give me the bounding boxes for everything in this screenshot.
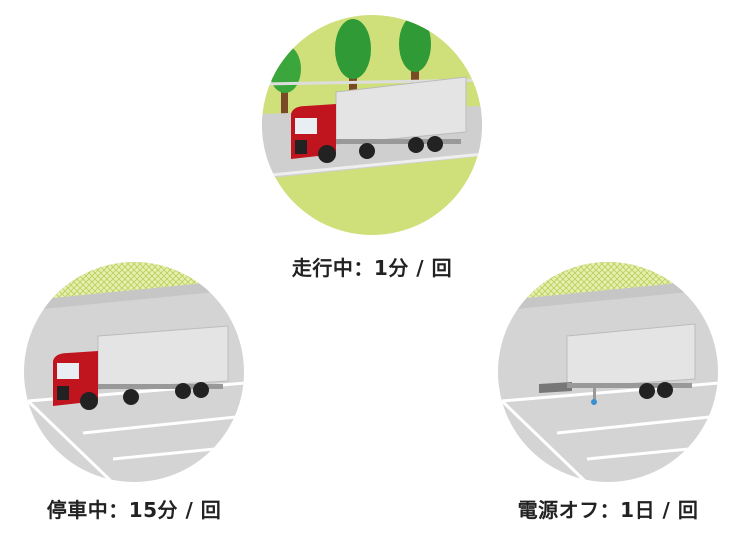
- stopped-scene-illustration: [24, 262, 244, 482]
- truck: [53, 325, 229, 410]
- power-off-scene-illustration: [498, 262, 718, 482]
- trailer: [539, 323, 696, 405]
- driving-interval-label: 走行中：1分 / 回: [291, 256, 453, 280]
- truck: [291, 76, 467, 163]
- tree: [399, 16, 431, 104]
- wall: [498, 279, 718, 311]
- power-off-interval-label: 電源オフ：1日 / 回: [517, 498, 699, 522]
- stopped-interval-label: 停車中：15分 / 回: [46, 498, 222, 522]
- driving-scene-illustration: [262, 15, 482, 235]
- wall: [24, 279, 244, 311]
- road-edge: [262, 152, 482, 178]
